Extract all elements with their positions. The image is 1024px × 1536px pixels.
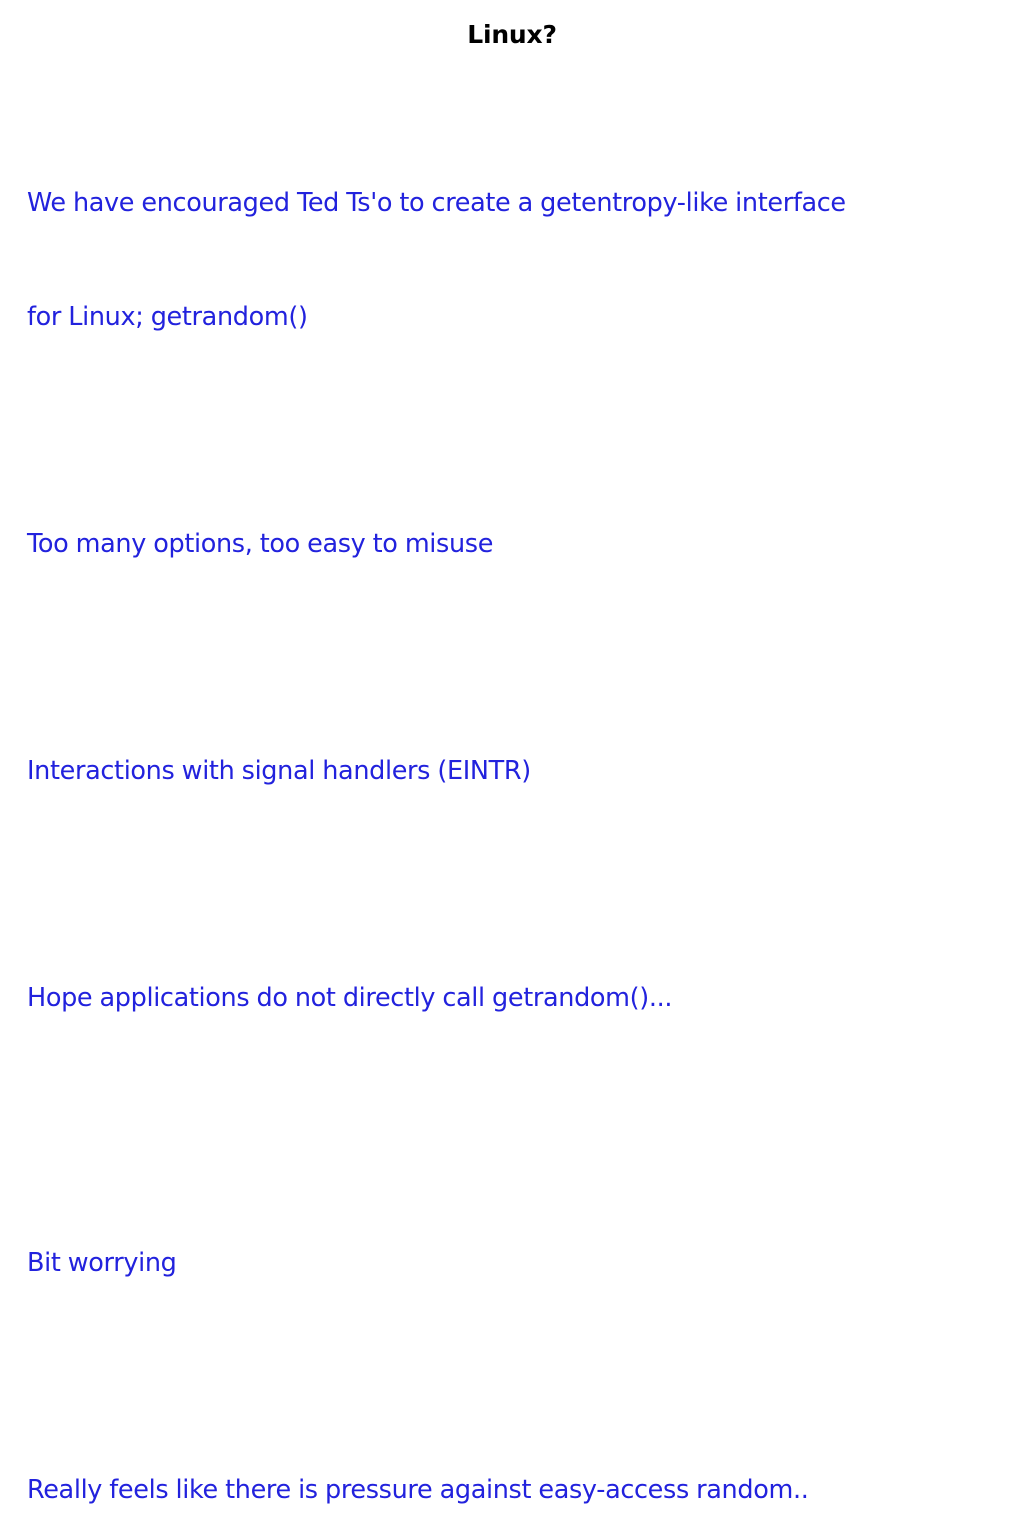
body-line: Really feels like there is pressure agai…	[27, 1475, 809, 1505]
presentation-slide: Linux? We have encouraged Ted Ts'o to cr…	[27, 20, 847, 1505]
body-paragraph-pressure-against-easy-access: Really feels like there is pressure agai…	[27, 1395, 997, 1536]
body-paragraph-signal-handlers: Interactions with signal handlers (EINTR…	[27, 676, 997, 866]
body-line: Interactions with signal handlers (EINTR…	[27, 756, 531, 786]
slide-body: We have encouraged Ted Ts'o to create a …	[27, 108, 997, 1536]
body-line: for Linux; getrandom()	[27, 302, 308, 332]
body-line: Too many options, too easy to misuse	[27, 529, 494, 559]
body-line: Bit worrying	[27, 1248, 177, 1278]
body-line: We have encouraged Ted Ts'o to create a …	[27, 188, 846, 218]
body-paragraph-getentropy-like-interface: We have encouraged Ted Ts'o to create a …	[27, 108, 997, 412]
page-title: Linux?	[467, 20, 557, 49]
body-paragraph-bit-worrying: Bit worrying	[27, 1168, 997, 1358]
body-paragraph-too-many-options: Too many options, too easy to misuse	[27, 449, 997, 639]
body-line: Hope applications do not directly call g…	[27, 983, 673, 1013]
body-paragraph-hope-applications: Hope applications do not directly call g…	[27, 903, 997, 1093]
